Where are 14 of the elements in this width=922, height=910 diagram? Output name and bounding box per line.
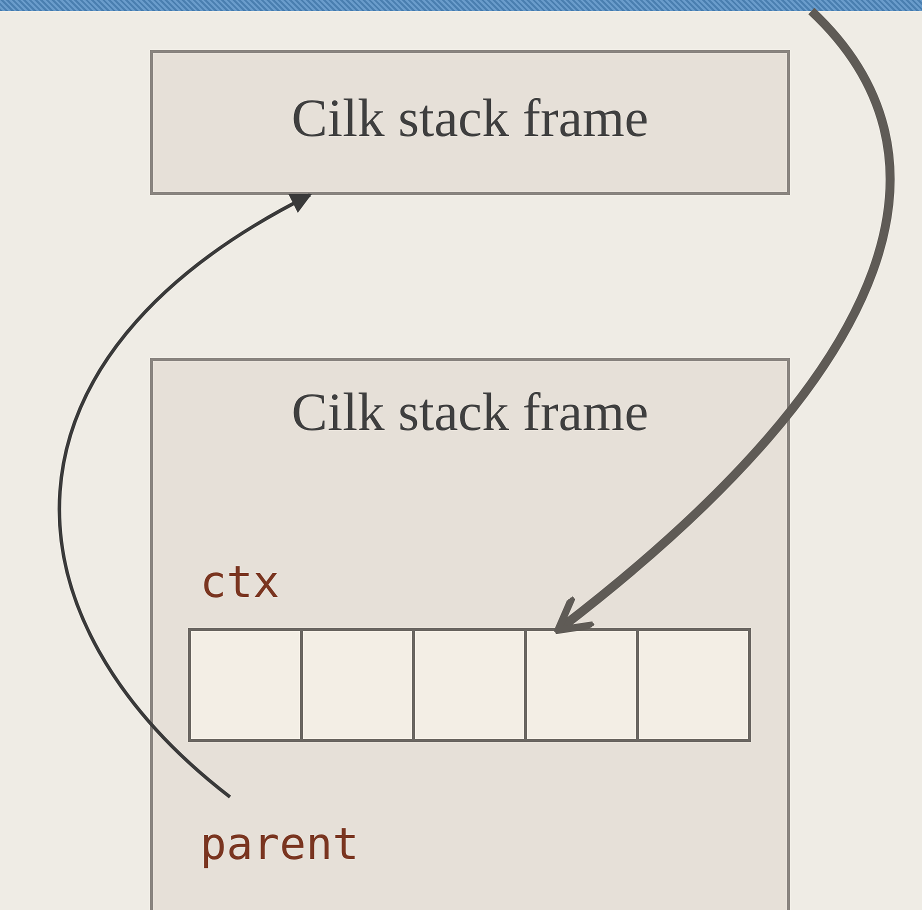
array-cell — [300, 628, 415, 742]
frame-title: Cilk stack frame — [290, 385, 650, 439]
field-name: ctx — [200, 561, 280, 605]
array-cell — [412, 628, 527, 742]
array-cell — [524, 628, 639, 742]
stack-frame-box — [150, 358, 790, 910]
curved-arrow — [554, 8, 895, 634]
frame-title: Cilk stack frame — [290, 91, 650, 145]
array-cell — [636, 628, 751, 742]
curved-arrow — [58, 193, 312, 798]
array-cell — [188, 628, 303, 742]
stack-frame-box — [150, 50, 790, 195]
field-name: parent — [200, 815, 400, 875]
hatched-band — [0, 0, 922, 11]
